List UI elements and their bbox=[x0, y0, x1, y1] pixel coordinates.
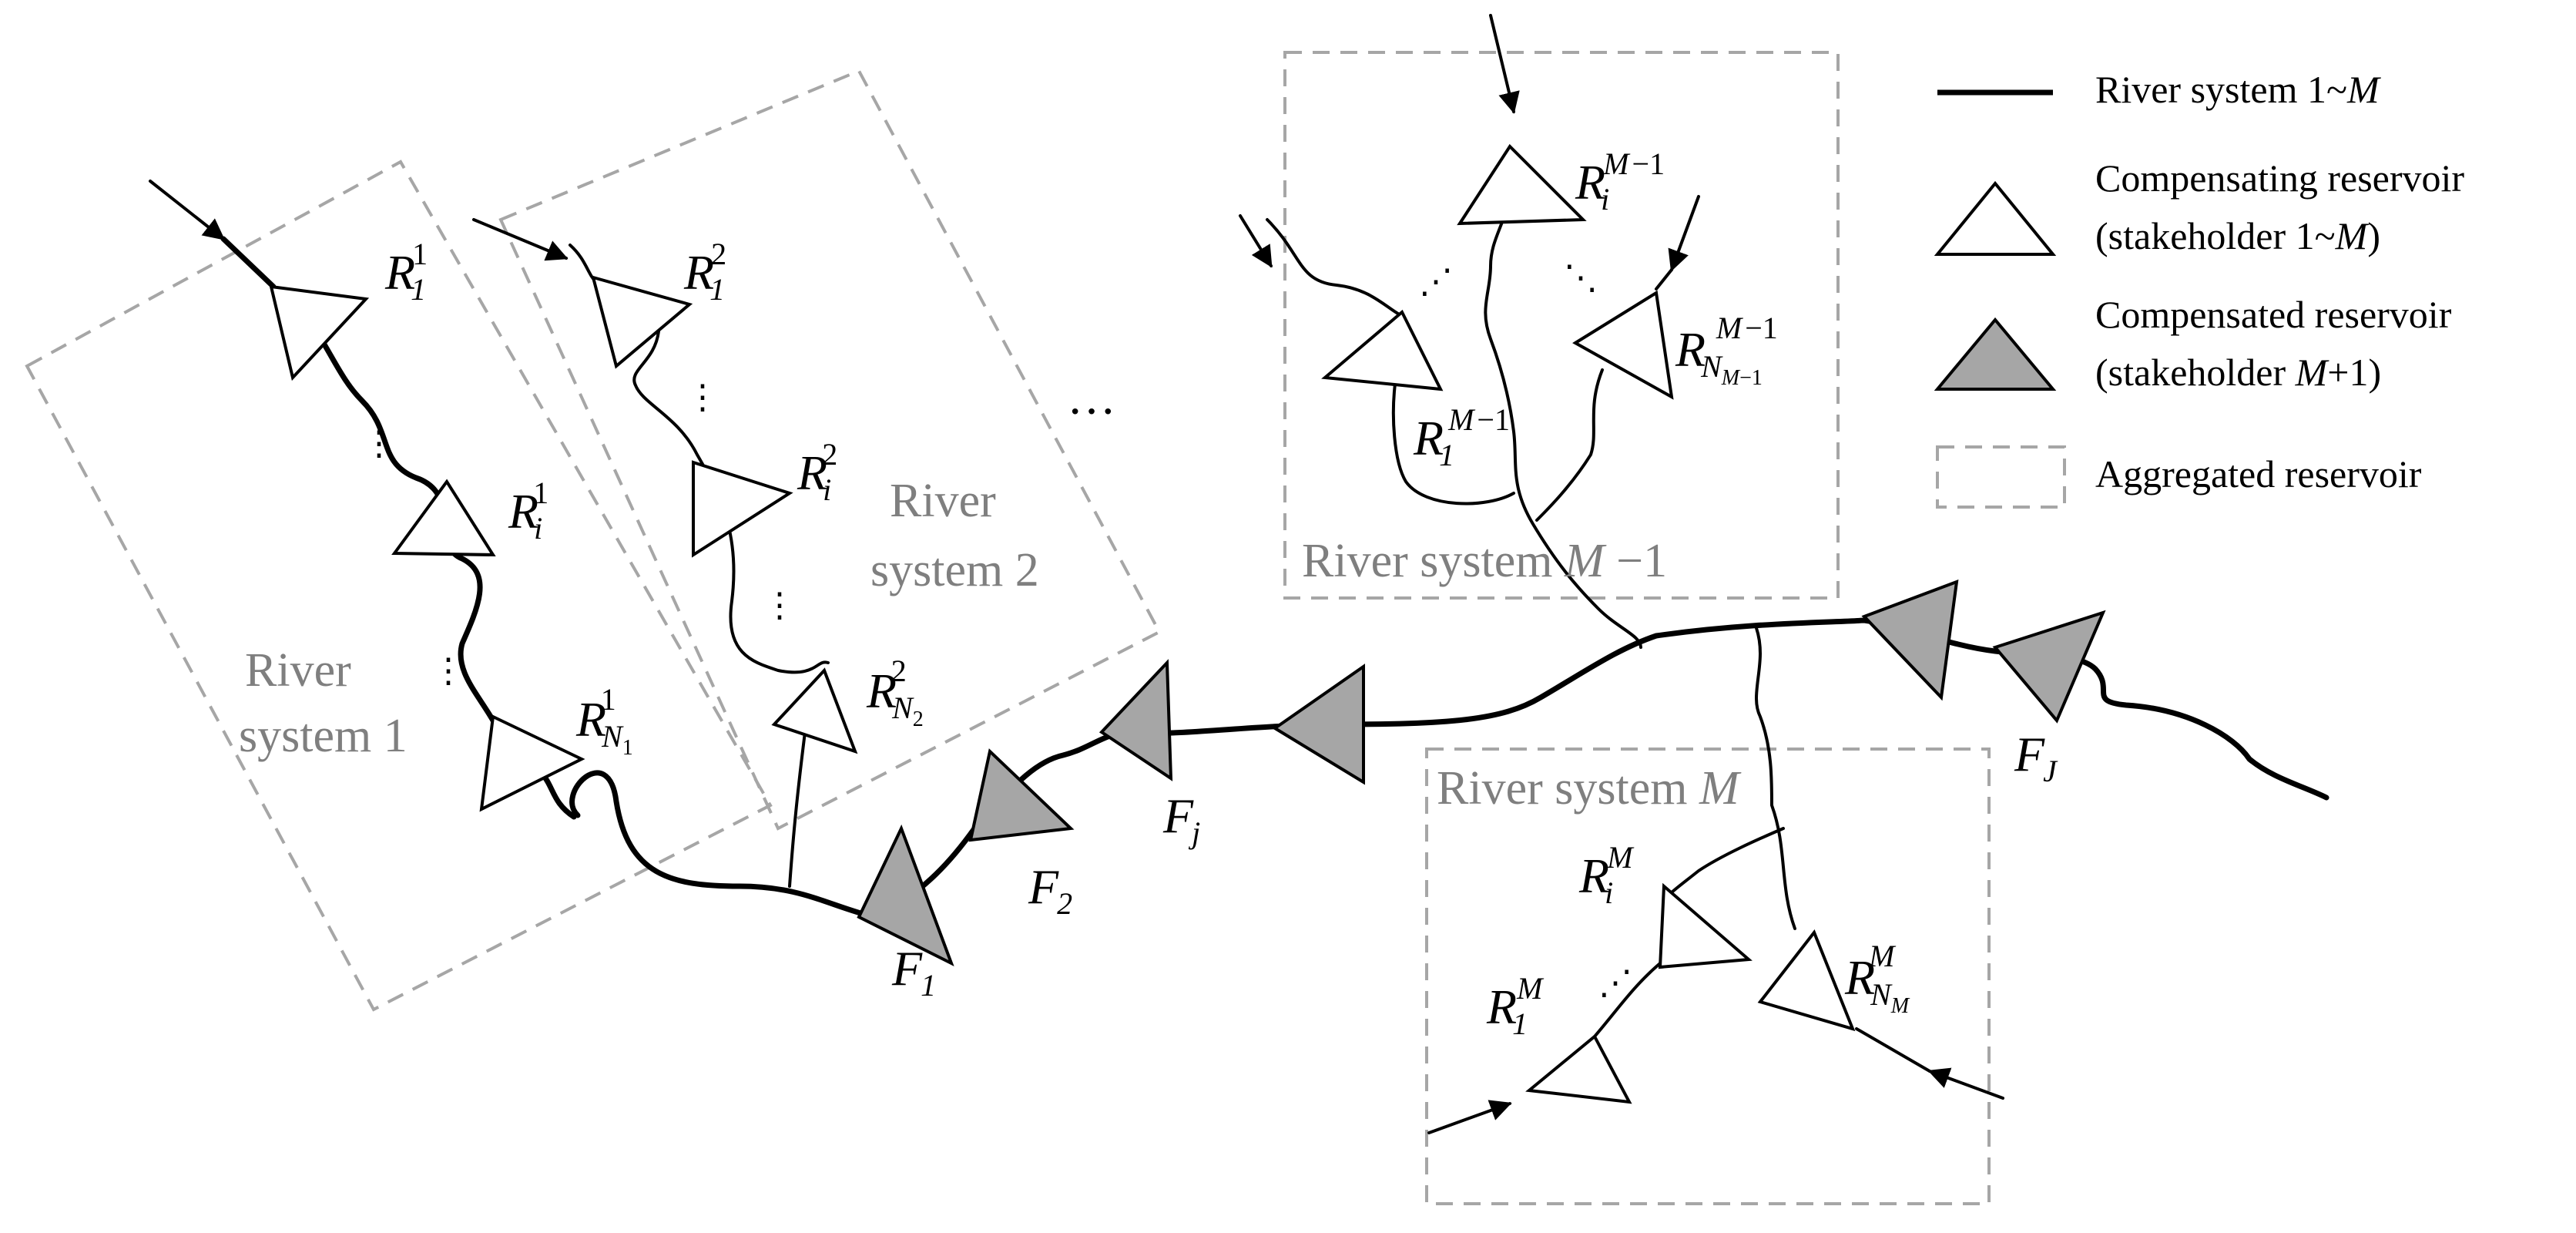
ellipsis-rsm1-right: ⋱ bbox=[1564, 259, 1598, 297]
compensating-reservoirs bbox=[269, 143, 1856, 1104]
label-rnm1-m-1: RNM−1M−1 bbox=[1675, 311, 1778, 390]
river-system-1-box bbox=[25, 160, 773, 1012]
ellipsis-rs2-lower: ⋮ bbox=[763, 586, 797, 624]
river-system-2-box bbox=[498, 69, 1162, 831]
reservoir-fj bbox=[1098, 659, 1173, 781]
legend-compensated-label-1: Compensated reservoir bbox=[2095, 293, 2452, 336]
river-system-m-1-inflow-right-line bbox=[1655, 268, 1673, 291]
river-system-m-1-river-center bbox=[1484, 191, 1642, 649]
legend-aggregated-box bbox=[1936, 445, 2066, 509]
label-ri-m: RiM bbox=[1578, 840, 1635, 910]
aggregated-reservoir-boxes bbox=[25, 51, 1991, 1205]
river-system-1-inflow-line bbox=[220, 236, 277, 290]
river-system-m-inflow-right bbox=[1927, 1067, 2004, 1100]
reservoir-rnm-m bbox=[1757, 929, 1856, 1032]
river-system-m-1-box bbox=[1283, 51, 1840, 600]
legend: River system 1~M Compensating reservoir … bbox=[1934, 68, 2464, 509]
legend-aggregated-label: Aggregated reservoir bbox=[2095, 452, 2422, 496]
river-system-m-1-inflow-center bbox=[1489, 14, 1520, 114]
reservoir-f1 bbox=[857, 824, 954, 967]
reservoir-ri-1 bbox=[391, 479, 496, 557]
region-label-river-system-m-1: River system M −1 bbox=[1302, 535, 1667, 587]
reservoir-labels: R11 Ri1 RN11 R12 Ri2 RN22 RiM−1 R1M−1 RN… bbox=[384, 146, 2058, 1041]
ellipsis-rs1-lower: ⋮ bbox=[431, 652, 465, 690]
river-system-m-1-river-right bbox=[1535, 368, 1604, 522]
river-system-m-1-inflow-left bbox=[1239, 214, 1273, 268]
legend-compensated-label-2: (stakeholder M+1) bbox=[2095, 351, 2381, 394]
label-r1-2: R12 bbox=[683, 237, 726, 307]
label-rnm-m: RNMM bbox=[1844, 939, 1910, 1018]
reservoir-ri-2 bbox=[692, 460, 793, 558]
reservoir-rn2-2 bbox=[771, 667, 858, 754]
river-system-1-inflow-arrow bbox=[149, 180, 226, 240]
legend-river-label: River system 1~M bbox=[2095, 68, 2381, 111]
label-r1-m: R1M bbox=[1486, 971, 1545, 1041]
reservoir-ri-m bbox=[1658, 882, 1753, 969]
reservoir-fj-unlabeled bbox=[1272, 664, 1365, 785]
ellipsis-systems: ··· bbox=[1067, 384, 1116, 438]
label-rn1-1: RN11 bbox=[575, 682, 633, 760]
region-label-river-system-2: River system 2 bbox=[870, 475, 1039, 596]
region-labels: River system 1 River system 2 River syst… bbox=[239, 475, 1742, 815]
river-system-m-inflow-right-line bbox=[1855, 1027, 1931, 1073]
label-f1: F1 bbox=[891, 941, 936, 1003]
main-river bbox=[569, 617, 2329, 920]
ellipsis-rsm1-left: ⋰ bbox=[1419, 263, 1453, 301]
ellipsis-rsm: ⋰ bbox=[1598, 964, 1632, 1002]
region-label-river-system-m: River system M bbox=[1437, 762, 1742, 815]
river-system-2-inflow-arrow bbox=[472, 218, 569, 261]
reservoir-r1-m bbox=[1525, 1033, 1632, 1104]
label-ri-m-1: RiM−1 bbox=[1575, 146, 1665, 217]
label-r1-1: R11 bbox=[384, 237, 428, 307]
ellipsis-marks: ⋮ ⋮ ⋮ ⋮ ⋰ ⋱ ⋰ ··· bbox=[362, 259, 1632, 1002]
reservoir-rn1-1 bbox=[479, 714, 585, 812]
legend-compensating-label-2: (stakeholder 1~M) bbox=[2095, 214, 2380, 257]
reservoir-ri-m-1 bbox=[1457, 143, 1587, 226]
label-ri-1: Ri1 bbox=[508, 475, 548, 546]
legend-compensated-triangle bbox=[1934, 317, 2057, 391]
label-fj: Fj bbox=[1162, 788, 1200, 850]
legend-compensating-triangle bbox=[1934, 180, 2057, 256]
label-rn2-2: RN22 bbox=[866, 653, 924, 731]
compensated-reservoirs bbox=[857, 579, 2106, 967]
legend-compensating-label-1: Compensating reservoir bbox=[2095, 156, 2464, 200]
label-r1-m-1: R1M−1 bbox=[1413, 402, 1510, 472]
reservoir-f2 bbox=[968, 748, 1075, 842]
ellipsis-rs1-upper: ⋮ bbox=[362, 425, 396, 462]
label-fJ: FJ bbox=[2014, 727, 2058, 788]
river-system-m-box bbox=[1425, 748, 1991, 1205]
river-system-m-1-inflow-right bbox=[1668, 195, 1700, 272]
river-system-m-inflow-left bbox=[1427, 1100, 1512, 1134]
reservoir-rnm1-m-1 bbox=[1572, 290, 1674, 400]
reservoir-fj-plus bbox=[1861, 579, 1959, 701]
reservoir-r1-1 bbox=[269, 284, 370, 381]
ellipsis-rs2-upper: ⋮ bbox=[686, 378, 719, 416]
reservoir-fJ bbox=[1992, 610, 2106, 724]
reservoir-r1-m-1 bbox=[1321, 309, 1444, 391]
label-f2: F2 bbox=[1028, 859, 1072, 921]
reservoir-r1-2 bbox=[591, 275, 693, 369]
label-ri-2: Ri2 bbox=[797, 437, 837, 507]
region-label-river-system-1: River system 1 bbox=[239, 644, 408, 762]
